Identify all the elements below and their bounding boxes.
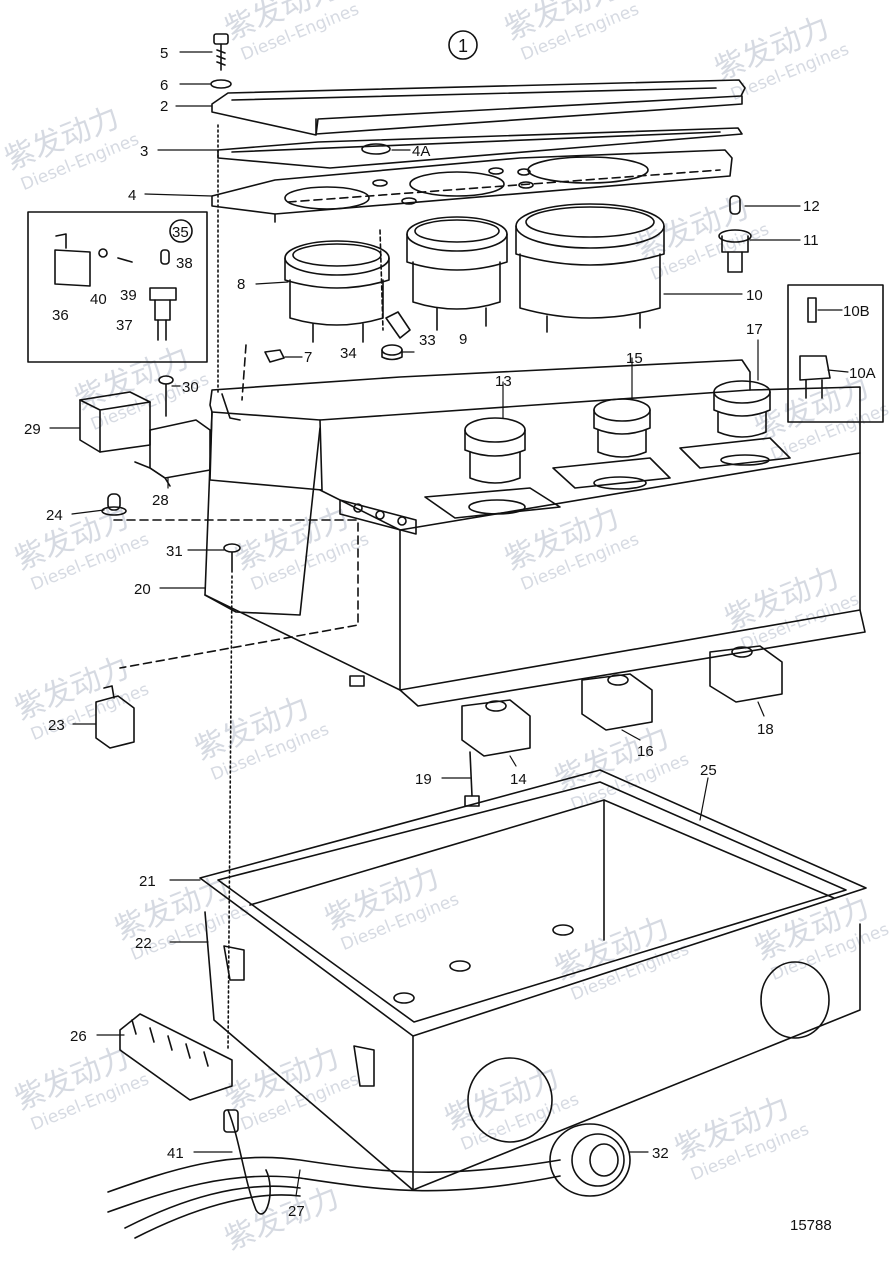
callout-32: 32 [652, 1145, 669, 1162]
leader-lines [49, 51, 849, 1197]
screw-part-30 [158, 375, 174, 417]
callout-41: 41 [167, 1145, 184, 1162]
cable-part-27 [107, 1156, 561, 1239]
callout-18: 18 [757, 721, 774, 738]
callout-31: 31 [166, 543, 183, 560]
callout-19: 19 [415, 771, 432, 788]
callout-38: 38 [176, 255, 193, 272]
bracket-part-28 [134, 419, 211, 487]
callout-35: 35 [172, 224, 189, 241]
gauge-part-8 [284, 229, 390, 343]
callout-2: 2 [160, 98, 168, 115]
callout-13: 13 [495, 373, 512, 390]
relay-part-14 [461, 699, 531, 757]
inset-box-10 [787, 284, 884, 423]
callout-26: 26 [70, 1028, 87, 1045]
top-cover-part-2 [211, 79, 746, 136]
group-number-badge: 1 [448, 30, 478, 60]
callout-4A: 4A [412, 143, 430, 160]
callout-16: 16 [637, 743, 654, 760]
callout-21: 21 [139, 873, 156, 890]
relay-part-18 [709, 645, 783, 703]
callout-14: 14 [510, 771, 527, 788]
callout-15: 15 [626, 350, 643, 367]
gauge-part-9 [406, 216, 508, 331]
switch-part-23 [95, 685, 135, 749]
pushbutton-part-15 [593, 398, 651, 458]
callout-20: 20 [134, 581, 151, 598]
nut-part-7 [264, 349, 285, 363]
callout-40: 40 [90, 291, 107, 308]
wiring-dashes [113, 124, 721, 1051]
bulb-holder-part-24 [101, 493, 127, 516]
callout-10: 10 [746, 287, 763, 304]
callout-7: 7 [304, 349, 312, 366]
callout-22: 22 [135, 935, 152, 952]
grommet-part-32 [549, 1123, 631, 1197]
callout-9: 9 [459, 331, 467, 348]
group-number: 1 [458, 36, 468, 56]
bracket-part-33 [385, 311, 411, 339]
nut-part-34 [381, 344, 403, 361]
callout-24: 24 [46, 507, 63, 524]
callout-34: 34 [340, 345, 357, 362]
callout-25: 25 [700, 762, 717, 779]
cable-tie-part-41 [223, 1109, 271, 1215]
callout-8: 8 [237, 276, 245, 293]
callout-labels: 5 6 2 3 4A 4 12 11 35 38 36 40 39 37 8 9… [24, 45, 876, 1220]
callout-27: 27 [288, 1203, 305, 1220]
terminal-block-part-26 [119, 1013, 233, 1101]
pushbutton-part-13 [464, 417, 526, 484]
screw-part-31 [223, 543, 241, 573]
callout-23: 23 [48, 717, 65, 734]
callout-29: 29 [24, 421, 41, 438]
callout-10A: 10A [849, 365, 876, 382]
panel-housing-part-20 [204, 359, 866, 707]
relay-part-16 [581, 673, 653, 731]
callout-37: 37 [116, 317, 133, 334]
callout-30: 30 [182, 379, 199, 396]
gasket-part-3 [217, 127, 743, 169]
callout-17: 17 [746, 321, 763, 338]
screw-part-5 [210, 33, 232, 89]
bolt-part-19 [464, 751, 480, 807]
callout-11: 11 [803, 232, 819, 249]
callout-4: 4 [128, 187, 136, 204]
inset-box-35 [27, 211, 208, 363]
callout-3: 3 [140, 143, 148, 160]
callout-28: 28 [152, 492, 169, 509]
drawing-number: 15788 [790, 1217, 832, 1234]
callout-39: 39 [120, 287, 137, 304]
callout-12: 12 [803, 198, 820, 215]
switch-part-11 [718, 229, 752, 273]
callout-36: 36 [52, 307, 69, 324]
callout-33: 33 [419, 332, 436, 349]
gauge-part-10 [515, 203, 665, 333]
pushbutton-part-17 [713, 380, 771, 438]
gasket-part-21 [199, 769, 867, 1037]
callout-6: 6 [160, 77, 168, 94]
callout-5: 5 [160, 45, 168, 62]
bulb-part-12 [729, 195, 741, 215]
panel-plate-part-4 [211, 149, 733, 223]
watermark-brand: 紫发动力 [220, 1180, 344, 1257]
callout-10B: 10B [843, 303, 870, 320]
